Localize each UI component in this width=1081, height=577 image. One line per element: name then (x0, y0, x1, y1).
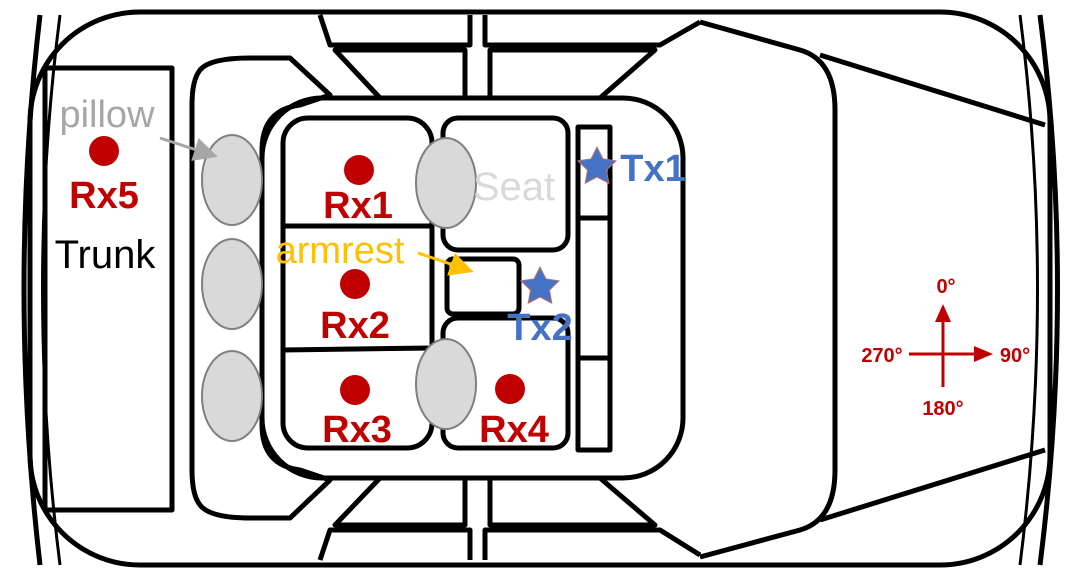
compass-north-arrow-icon (935, 304, 951, 322)
compass-east-arrow-icon (974, 346, 993, 362)
trunk-area (42, 65, 175, 513)
compass-north-label: 0° (936, 276, 955, 298)
armrest-arrow (417, 251, 474, 276)
center-console (575, 124, 613, 453)
rx1-marker (344, 155, 374, 185)
pillow-shape (415, 338, 477, 430)
rx2-marker (340, 269, 370, 299)
compass: 0° 90° 180° 270° (861, 276, 1030, 420)
trunk-label: Trunk (55, 233, 157, 277)
pillow-label: pillow (59, 94, 155, 136)
pillow-shape (201, 134, 263, 226)
rx4-label: Rx4 (479, 409, 549, 451)
pillow-arrow (159, 136, 218, 161)
rx3-marker (340, 375, 370, 405)
pillows (201, 134, 477, 442)
rx5-label: Rx5 (69, 175, 139, 217)
tx1-star-icon (576, 145, 618, 185)
rx5-marker (89, 136, 119, 166)
pillow-shape (201, 238, 263, 330)
rx2-label: Rx2 (320, 305, 390, 347)
rx4-marker (495, 374, 525, 404)
tx1-label: Tx1 (620, 148, 685, 190)
armrest-label: armrest (276, 230, 405, 272)
tx2-star-icon (519, 265, 561, 305)
seat-label: Seat (473, 165, 555, 209)
tx2-label: Tx2 (507, 307, 572, 349)
compass-west-label: 270° (861, 345, 902, 367)
rx1-label: Rx1 (323, 185, 393, 227)
rear-seats (280, 115, 435, 451)
seat-divider (282, 345, 433, 353)
compass-east-label: 90° (1000, 345, 1030, 367)
car-body (21, 9, 1060, 568)
pillow-shape (201, 350, 263, 442)
compass-south-label: 180° (922, 398, 963, 420)
rx3-label: Rx3 (322, 409, 392, 451)
armrest (444, 256, 522, 317)
pillow-shape (415, 137, 477, 229)
